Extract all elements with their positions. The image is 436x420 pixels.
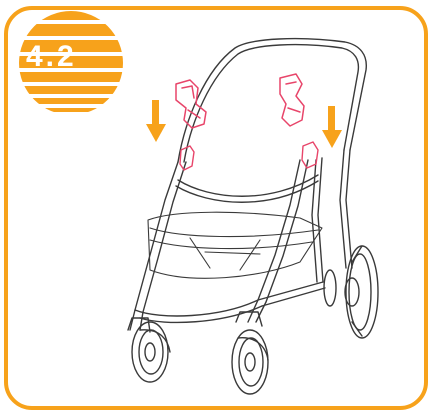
- car-seat-adapter-right: [280, 74, 304, 126]
- down-arrow-left: [146, 100, 166, 142]
- stroller-handlebar: [178, 39, 366, 162]
- stroller-frame: [130, 150, 352, 330]
- stroller-basket: [148, 212, 322, 278]
- rear-wheel: [345, 246, 378, 338]
- front-wheel-left: [128, 318, 170, 382]
- front-wheel-right: [232, 312, 268, 394]
- down-arrow-right: [322, 106, 342, 148]
- rear-wheel-far: [324, 270, 336, 306]
- frame-mount-right: [302, 142, 318, 168]
